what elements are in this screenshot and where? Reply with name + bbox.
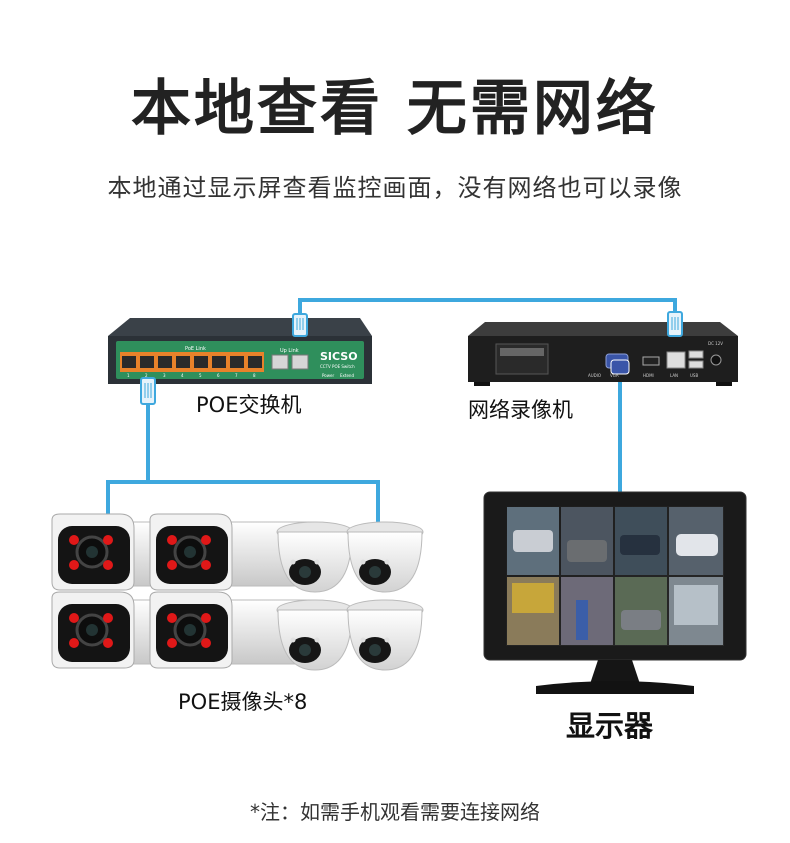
vga-connector-icon bbox=[610, 359, 630, 375]
cable-camera-bus bbox=[106, 480, 380, 522]
poe-port-number: 5 bbox=[199, 373, 202, 378]
uplink-ports bbox=[271, 354, 309, 370]
poe-port-number: 4 bbox=[181, 373, 184, 378]
rj45-connector-icon bbox=[140, 377, 156, 405]
surveillance-feed-grid bbox=[507, 507, 723, 645]
nvr-label: 网络录像机 bbox=[468, 398, 573, 422]
nvr-recorder: AUDIO VGA HDMI LAN USB DC 12V bbox=[468, 311, 738, 386]
nvr-port-usb: USB bbox=[690, 373, 698, 378]
poe-port bbox=[248, 356, 262, 368]
poe-port-number: 8 bbox=[253, 373, 256, 378]
poe-port-number: 1 bbox=[127, 373, 130, 378]
camera-group bbox=[51, 513, 424, 671]
hdmi-port bbox=[642, 356, 660, 366]
dome-camera-icon bbox=[276, 521, 354, 593]
nvr-port-lan: LAN bbox=[670, 373, 678, 378]
poe-ports: 1 2 3 4 5 6 7 8 bbox=[120, 352, 264, 378]
poe-port-number: 7 bbox=[235, 373, 238, 378]
nvr-port-vga: VGA bbox=[610, 373, 619, 378]
poe-port-number: 3 bbox=[163, 373, 166, 378]
poe-port bbox=[140, 356, 154, 368]
switch-brand: SICSO bbox=[320, 350, 358, 363]
poe-port-number: 2 bbox=[145, 373, 148, 378]
rj45-connector-icon bbox=[667, 311, 683, 337]
dome-camera-icon bbox=[346, 521, 424, 593]
uplink-label: Up Link bbox=[280, 348, 299, 354]
cameras-label: POE摄像头*8 bbox=[178, 690, 308, 714]
switch-label: POE交换机 bbox=[196, 393, 302, 417]
monitor bbox=[483, 491, 747, 694]
nvr-port-audio: AUDIO bbox=[588, 373, 601, 378]
switch-power-label: Power bbox=[322, 373, 334, 378]
nvr-port-dc: DC 12V bbox=[708, 341, 723, 346]
poe-port bbox=[122, 356, 136, 368]
page-subtitle: 本地通过显示屏查看监控画面，没有网络也可以录像 bbox=[107, 174, 683, 202]
poe-switch: 1 2 3 4 5 6 7 8 PoE Link Up Link SICSO CCTV POE… bbox=[108, 313, 372, 405]
footnote: *注：如需手机观看需要连接网络 bbox=[250, 800, 540, 824]
poe-link-label: PoE Link bbox=[185, 346, 206, 352]
dc-port bbox=[710, 354, 722, 366]
nvr-port-hdmi: HDMI bbox=[643, 373, 654, 378]
poe-port bbox=[158, 356, 172, 368]
rj45-connector-icon bbox=[292, 313, 308, 337]
switch-extend-label: Extend bbox=[340, 373, 354, 378]
poe-port bbox=[194, 356, 208, 368]
usb-port bbox=[688, 350, 704, 359]
switch-model-text: CCTV POE Switch bbox=[320, 364, 355, 369]
poe-port bbox=[230, 356, 244, 368]
dome-camera-icon bbox=[346, 599, 424, 671]
usb-port bbox=[688, 360, 704, 369]
poe-port-number: 6 bbox=[217, 373, 220, 378]
poe-port bbox=[176, 356, 190, 368]
lan-port bbox=[666, 351, 686, 369]
page-title: 本地查看 无需网络 bbox=[131, 74, 659, 144]
monitor-label: 显示器 bbox=[566, 709, 654, 743]
poe-port bbox=[212, 356, 226, 368]
